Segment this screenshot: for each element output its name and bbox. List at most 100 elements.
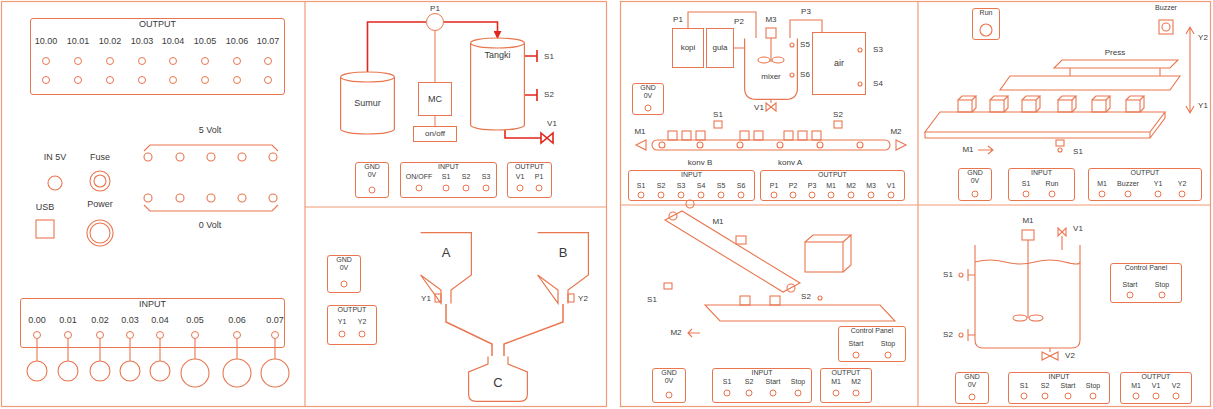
node-text: 0V — [665, 377, 674, 385]
press-illustration — [1058, 100, 1072, 112]
terminal-circle — [369, 187, 375, 193]
node-title: MC — [428, 94, 442, 104]
terminal-group: Run — [972, 8, 1000, 40]
signal-label: S1 — [442, 173, 451, 181]
press-illustration — [990, 96, 1008, 112]
signal-label: V1 — [754, 104, 764, 113]
signal-label: P2 — [789, 182, 798, 190]
node-title: mixer — [761, 72, 781, 81]
node-title: GND — [967, 169, 983, 177]
power-section — [90, 223, 110, 243]
node-title: OUTPUT — [515, 163, 544, 171]
module-frame — [917, 2, 918, 407]
terminal-group: Control Panel — [838, 326, 906, 362]
node-title: C — [493, 376, 502, 391]
signal-label: V2 — [1065, 352, 1075, 361]
process-box: gula — [706, 28, 734, 68]
conveyor-illustration — [818, 296, 822, 300]
node-title: INPUT — [752, 369, 773, 377]
signal-label: M2 — [670, 329, 681, 338]
process-box: MC — [418, 82, 452, 116]
signal-label: Start — [766, 378, 781, 386]
buzzer-unit: Buzzer — [1146, 4, 1186, 42]
module-frame — [2, 2, 607, 407]
node-title: OUTPUT — [338, 306, 367, 314]
hopper: A — [420, 232, 472, 304]
signal-label: M2 — [846, 182, 856, 190]
signal-label: S2 — [544, 91, 554, 100]
terminal-circle — [678, 192, 684, 198]
signal-label: Power — [87, 200, 113, 210]
terminal-circle — [1155, 191, 1161, 197]
conveyor-illustration — [805, 242, 843, 272]
node-title: INPUT — [681, 171, 702, 179]
node-title: GND — [661, 369, 677, 377]
terminal-circle — [724, 390, 730, 396]
tank-cylinder: Sumur — [340, 72, 395, 134]
terminal-circle — [658, 192, 664, 198]
terminal-circle — [202, 77, 209, 84]
signal-label: S4 — [697, 182, 706, 190]
signal-label: Stop — [881, 340, 895, 348]
coffee-mixer-illustration — [772, 57, 784, 63]
node-text: 0V — [968, 381, 977, 389]
terminal-circle — [234, 58, 241, 65]
signal-label: S1 — [1022, 180, 1031, 188]
terminal-circle — [1021, 393, 1027, 399]
terminal-circle — [698, 192, 704, 198]
terminal-circle — [809, 192, 815, 198]
signal-label: M1 — [1097, 180, 1107, 188]
terminal-circle — [972, 191, 978, 197]
signal-label: Y2 — [1198, 34, 1208, 43]
signal-label: 10.06 — [226, 37, 249, 47]
signal-label: M2 — [851, 378, 861, 386]
input-switch — [120, 361, 140, 381]
coffee-mixer-illustration — [766, 103, 776, 111]
signal-label: Y1 — [421, 295, 431, 304]
terminal-circle — [638, 192, 644, 198]
conveyor-illustration — [686, 200, 694, 208]
terminal-group: OUTPUT — [507, 162, 552, 198]
terminal-circle — [771, 192, 777, 198]
terminal-group: INPUT — [628, 170, 755, 201]
mixing-tank-illustration — [1029, 315, 1043, 321]
node-title: air — [834, 58, 844, 68]
signal-label: IN 5V — [44, 153, 67, 163]
signal-label: Y1 — [338, 318, 347, 326]
terminal-group: GND0V — [327, 255, 361, 293]
terminal-circle — [170, 58, 177, 65]
terminal-circle — [888, 192, 894, 198]
terminal-circle — [666, 392, 672, 398]
signal-label: Stop — [1086, 382, 1100, 390]
terminal-group: GND0V — [958, 168, 992, 201]
signal-label: konv A — [778, 159, 802, 168]
signal-label: Y2 — [1178, 180, 1187, 188]
signal-label: M1 — [826, 182, 836, 190]
signal-label: S5 — [800, 41, 810, 50]
input-switch — [150, 361, 170, 381]
signal-label: 0.01 — [59, 316, 77, 326]
signal-label: S1 — [713, 111, 723, 120]
terminal-circle — [1125, 191, 1131, 197]
terminal-circle — [1133, 393, 1139, 399]
hopper: B — [537, 232, 589, 304]
terminal-circle — [868, 192, 874, 198]
signal-label: P2 — [734, 18, 744, 27]
voltage-rail — [238, 153, 246, 161]
press-illustration — [1159, 20, 1173, 34]
terminal-circle — [75, 77, 82, 84]
signal-label: S6 — [737, 182, 746, 190]
node-title: OUTPUT — [1142, 373, 1171, 381]
press-illustration — [1022, 100, 1036, 112]
signal-label: S6 — [800, 71, 810, 80]
terminal-circle — [97, 332, 104, 339]
signal-label: P1 — [673, 16, 683, 25]
signal-label: 0.00 — [28, 316, 46, 326]
signal-label: S2 — [657, 182, 666, 190]
conveyor-illustration — [705, 305, 895, 321]
terminal-circle — [1179, 191, 1185, 197]
coffee-mixer-illustration — [714, 121, 722, 128]
container-outline — [469, 357, 528, 402]
